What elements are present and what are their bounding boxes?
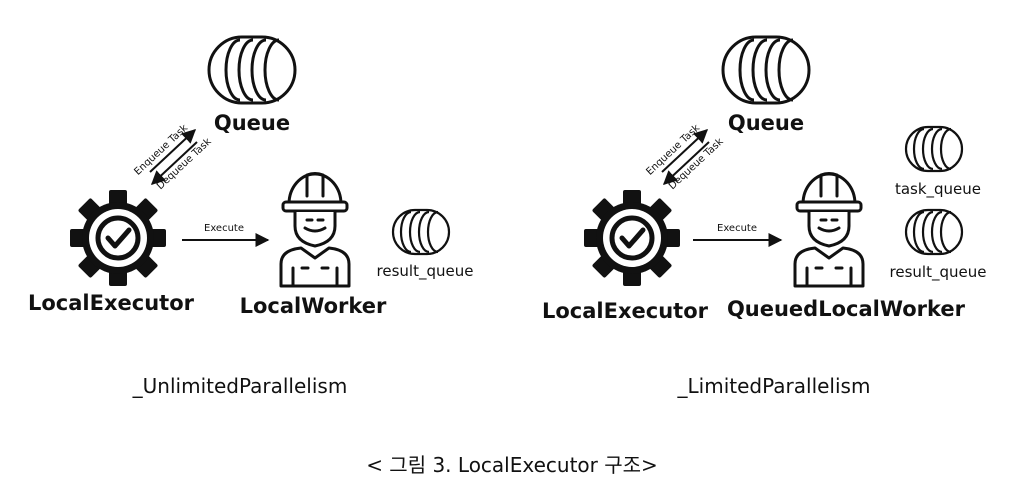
queue-label: Queue (728, 111, 804, 135)
enqueue-arrow (661, 129, 709, 173)
mode-caption: _UnlimitedParallelism (132, 374, 348, 398)
mode-caption: _LimitedParallelism (677, 374, 871, 398)
dequeue-arrow (150, 141, 198, 185)
dequeue-arrow (662, 141, 710, 185)
execute-label: Execute (204, 223, 244, 234)
worker-label: QueuedLocalWorker (727, 297, 966, 321)
enqueue-arrow (149, 129, 197, 173)
result-queue-label: result_queue (890, 263, 987, 282)
figure-caption: < 그림 3. LocalExecutor 구조> (366, 453, 658, 477)
executor-label: LocalExecutor (542, 299, 709, 323)
gear-check-icon (70, 190, 166, 286)
worker-icon (279, 172, 351, 288)
queue-label: Queue (214, 111, 290, 135)
queue-icon (207, 35, 297, 105)
result-queue-label: result_queue (377, 262, 474, 281)
result-queue-icon (391, 208, 451, 256)
worker-icon (793, 172, 865, 288)
result-queue-icon (904, 208, 964, 256)
worker-label: LocalWorker (240, 294, 387, 318)
right-diagram: Queue Enqueue Task Dequeue Task LocalExe… (542, 35, 987, 398)
left-diagram: Queue Enqueue Task Dequeue Task LocalExe… (28, 35, 474, 398)
gear-check-icon (584, 190, 680, 286)
task-queue-icon (904, 125, 964, 173)
executor-label: LocalExecutor (28, 291, 195, 315)
task-queue-label: task_queue (895, 180, 981, 199)
queue-icon (721, 35, 811, 105)
execute-label: Execute (717, 223, 757, 234)
